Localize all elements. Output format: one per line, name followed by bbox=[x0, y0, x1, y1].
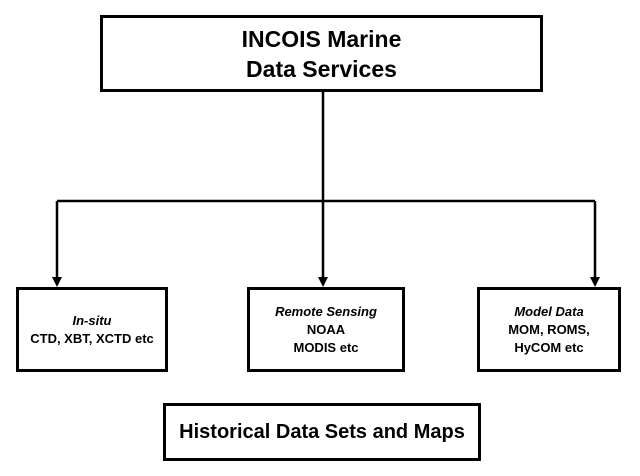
model-data-heading: Model Data bbox=[514, 303, 584, 319]
remote-sensing-detail-1: NOAA bbox=[306, 321, 346, 337]
incois-marine-data-services-box: INCOIS Marine Data Services bbox=[100, 15, 543, 92]
remote-sensing-heading: Remote Sensing bbox=[275, 303, 377, 319]
model-data-detail-2: HyCOM etc bbox=[514, 339, 584, 355]
in-situ-detail: CTD, XBT, XCTD etc bbox=[30, 330, 154, 346]
model-data-box: Model Data MOM, ROMS, HyCOM etc bbox=[477, 287, 621, 372]
in-situ-box: In-situ CTD, XBT, XCTD etc bbox=[16, 287, 168, 372]
historical-data-sets-box: Historical Data Sets and Maps bbox=[163, 403, 481, 461]
remote-sensing-box: Remote Sensing NOAA MODIS etc bbox=[247, 287, 405, 372]
remote-sensing-detail-2: MODIS etc bbox=[293, 339, 359, 355]
top-title-line-1: INCOIS Marine bbox=[241, 25, 402, 52]
model-data-detail-1: MOM, ROMS, bbox=[508, 321, 590, 337]
in-situ-heading: In-situ bbox=[72, 312, 112, 328]
historical-data-sets-label: Historical Data Sets and Maps bbox=[179, 420, 465, 443]
top-title-line-2: Data Services bbox=[246, 55, 397, 82]
